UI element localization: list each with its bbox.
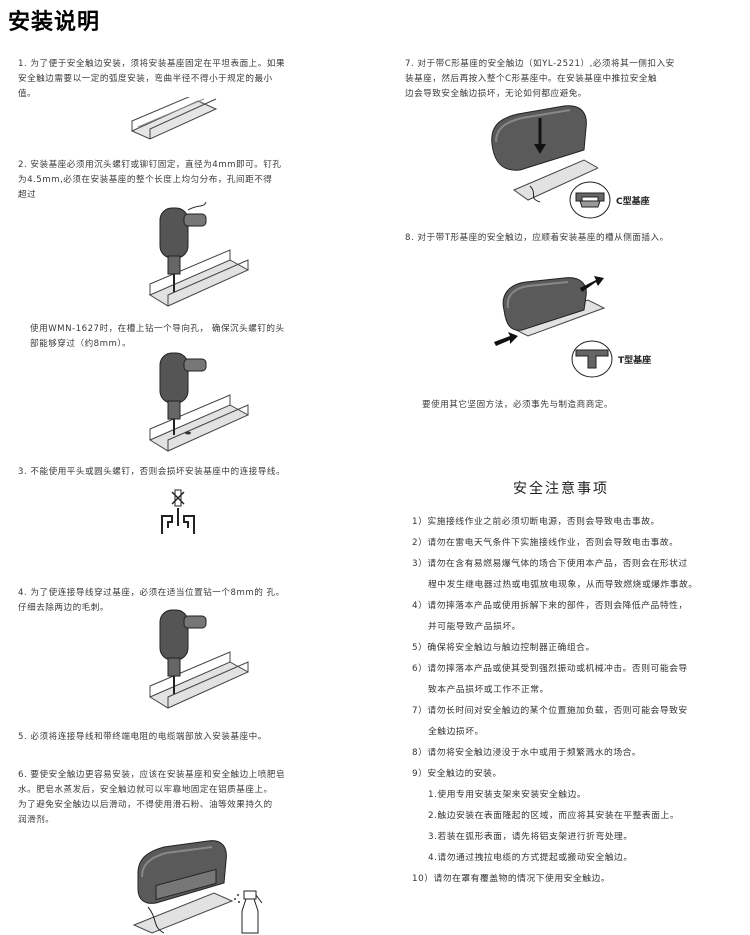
c-base-label: C型基座: [616, 195, 650, 207]
step-9-text: 要使用其它坚固方法，必须事先与制造商商定。: [422, 400, 613, 410]
step-7-text: 7. 对于带C形基座的安全触边（如YL-2521）,必须将其一侧扣入安 装基座，…: [405, 59, 675, 99]
no-flat-head-screw-icon: [161, 489, 195, 534]
safety-item: 2）请勿在雷电天气条件下实施接线作业，否则会导致电击事故。: [412, 538, 679, 548]
safety-item: 4.请勿通过拽拉电缆的方式提起或搬动安全触边。: [428, 853, 633, 863]
t-base-profile-icon: T型基座: [571, 340, 651, 378]
safety-item: 1.使用专用安装支架来安装安全触边。: [428, 790, 587, 800]
step-8-text: 8. 对于带T形基座的安全触边，应顺着安装基座的槽从侧面插入。: [405, 233, 669, 243]
safety-item: 2.触边安装在表面隆起的区域，而应将其安装在平整表面上。: [428, 811, 680, 821]
safety-item: 3）请勿在含有易燃易爆气体的场合下使用本产品，否则会在形状过: [412, 559, 688, 569]
safety-item: 6）请勿摔落本产品或使其受到强烈振动或机械冲击。否则可能会导: [412, 664, 688, 674]
step-1-text: 1. 为了便于安全触边安装，须将安装基座固定在平坦表面上。如果 安全触边需要以一…: [18, 59, 286, 99]
step-4-text: 4. 为了使连接导线穿过基座，必须在适当位置钻一个8mm的 孔。 仔细去除两边的…: [18, 588, 285, 613]
safety-section-title: 安全注意事项: [513, 481, 609, 497]
step-2-text: 2. 安装基座必须用沉头螺钉或铆钉固定，直径为4mm即可。钉孔 为4.5mm,必…: [18, 160, 282, 200]
safety-item: 程中发生继电器过热或电弧放电现象，从而导致燃烧或爆炸事故。: [428, 580, 698, 590]
step-2b-text: 使用WMN-1627时，在槽上钻一个导向孔， 确保沉头螺钉的头 部能够穿过（约8…: [30, 324, 285, 349]
drill-on-base-illustration: [148, 201, 250, 307]
safety-item: 4）请勿摔落本产品或使用拆解下来的部件，否则会降低产品特性，: [412, 601, 688, 611]
safety-item: 1）实施接线作业之前必须切断电源，否则会导致电击事故。: [412, 517, 660, 527]
t-base-label: T型基座: [618, 354, 651, 366]
step-5-text: 5. 必须将连接导线和带终端电阻的电缆端部放入安装基座中。: [18, 732, 267, 742]
safety-edge-on-base-illustration: [132, 840, 234, 934]
safety-item: 10）请勿在罩有覆盖物的情况下使用安全触边。: [412, 874, 611, 884]
step-6-text: 6. 要使安全触边更容易安装，应该在安装基座和安全触边上喷肥皂 水。肥皂水蒸发后…: [18, 770, 286, 825]
mounting-base-illustration: [130, 97, 218, 140]
page-title: 安装说明: [8, 10, 101, 35]
safety-item: 并可能导致产品损坏。: [428, 622, 521, 632]
spray-bottle-icon: [234, 890, 263, 934]
drill-pilot-hole-illustration: [148, 352, 250, 452]
safety-item: 5）确保将安全触边与触边控制器正确组合。: [412, 643, 595, 653]
safety-item: 致本产品损坏或工作不正常。: [428, 685, 549, 695]
c-base-edge-illustration: [491, 105, 598, 203]
drill-cable-hole-illustration: [148, 609, 250, 709]
safety-item: 7）请勿长时间对安全触边的某个位置施加负载，否则可能会导致安: [412, 706, 688, 716]
c-base-profile-icon: C型基座: [569, 181, 650, 219]
safety-item: 9）安全触边的安装。: [412, 769, 502, 779]
safety-item: 全触边损坏。: [428, 727, 484, 737]
safety-item: 3.若装在弧形表面，请先将铝支架进行折弯处理。: [428, 832, 633, 842]
safety-item: 8）请勿将安全触边浸没于水中或用于频繁溅水的场合。: [412, 748, 642, 758]
t-base-edge-illustration: [494, 276, 606, 346]
step-3-text: 3. 不能使用平头或圆头螺钉，否则会损坏安装基座中的连接导线。: [18, 467, 286, 477]
